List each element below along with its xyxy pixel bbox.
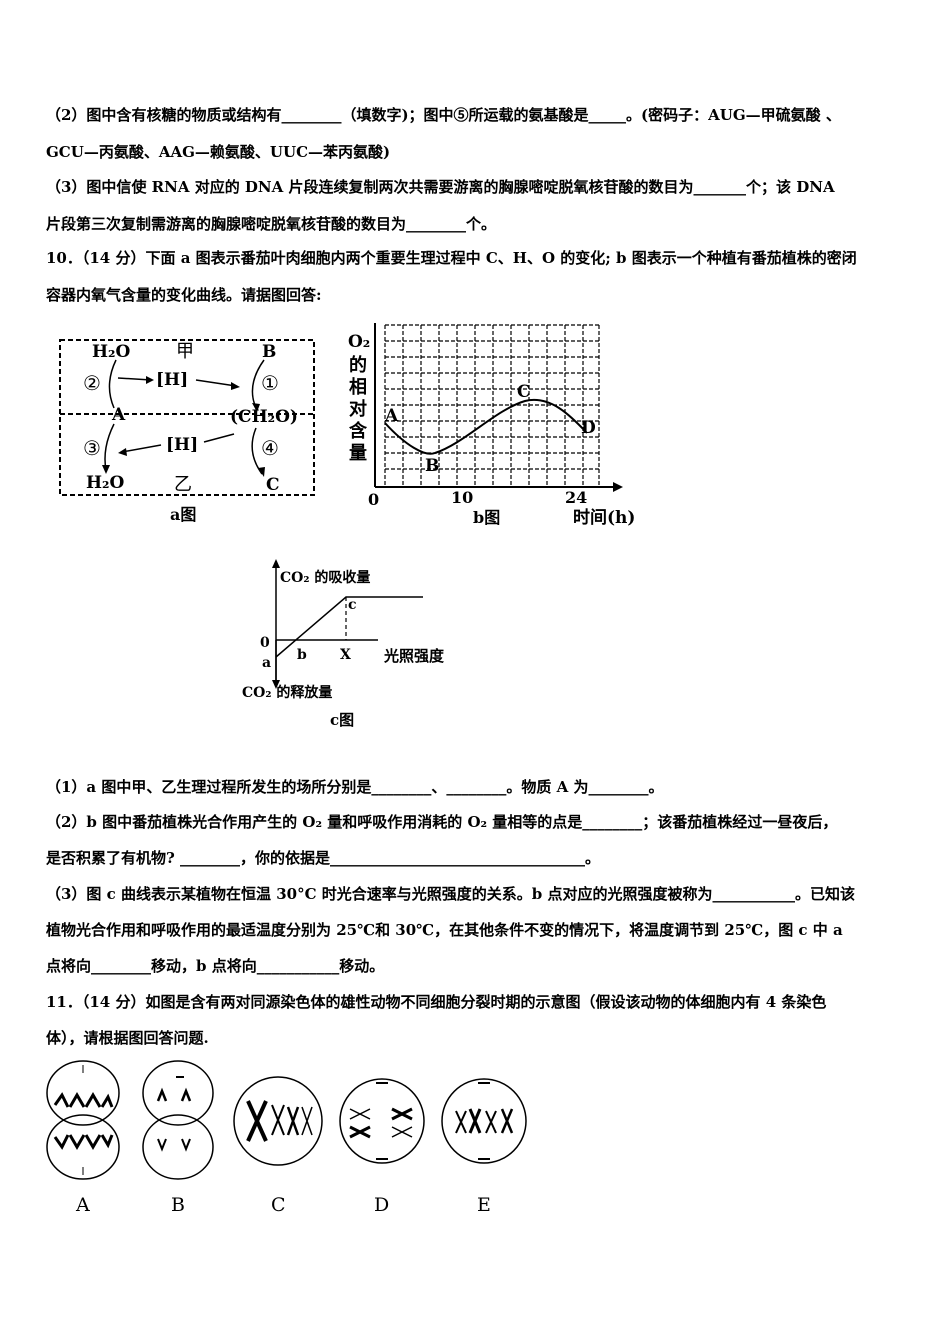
fig-a-n4: ④ — [261, 436, 279, 460]
cell-A — [46, 1060, 120, 1180]
fig-b-ylabel-1: 的 — [349, 354, 367, 376]
cell-D — [339, 1078, 425, 1164]
fig-a-h1: [H] — [156, 370, 188, 390]
fig-a-n3: ③ — [83, 436, 101, 460]
fig-a-jia: 甲 — [176, 341, 194, 362]
fig-b-ylabel-0: O₂ — [348, 332, 370, 352]
fig-c-ytop: CO₂ 的吸收量 — [280, 569, 370, 586]
fig-a-h2: [H] — [166, 435, 198, 455]
fig-b-ylabel-2: 相 — [349, 377, 367, 398]
q10-part3-line1: （3）图 c 曲线表示某植物在恒温 30°C 时光合速率与光照强度的关系。b 点… — [46, 885, 855, 903]
fig-b-ylabel-5: 量 — [349, 442, 367, 464]
cell-label-B: B — [171, 1194, 185, 1216]
fig-b-grid — [384, 324, 600, 485]
q9-part2-line2: GCU—丙氨酸、AAG—赖氨酸、UUC—苯丙氨酸) — [46, 143, 391, 161]
fig-b-x24: 24 — [565, 488, 587, 507]
fig-b-caption: b图 — [473, 508, 500, 527]
fig-a-A: A — [111, 405, 126, 425]
cell-E — [441, 1078, 527, 1164]
figure-a-diagram: H₂O 甲 B ② [H] ① A (CH₂O) ③ [H] ④ H₂O 乙 C… — [59, 339, 315, 524]
cell-B — [142, 1060, 214, 1180]
fig-b-x0: 0 — [368, 490, 379, 509]
q10-part2-line2: 是否积累了有机物? ________，你的依据是________________… — [46, 849, 601, 867]
fig-b-xlabel: 时间(h) — [573, 507, 635, 528]
fig-a-ch2o: (CH₂O) — [230, 407, 298, 427]
fig-b-ylabel-3: 对 — [349, 398, 367, 420]
fig-b-x10: 10 — [451, 488, 473, 507]
fig-a-n1: ① — [261, 371, 279, 395]
q10-part3-line3: 点将向________移动，b 点将向___________移动。 — [46, 957, 385, 975]
fig-b-curve — [384, 398, 588, 455]
fig-a-h2o-bot: H₂O — [86, 473, 125, 493]
fig-a-h2o-top: H₂O — [92, 342, 131, 362]
fig-a-yi: 乙 — [174, 474, 192, 495]
q10-part2-line1: （2）b 图中番茄植株光合作用产生的 O₂ 量和呼吸作用消耗的 O₂ 量相等的点… — [46, 813, 838, 831]
fig-b-point-B: B — [425, 456, 439, 476]
fig-a-B: B — [262, 342, 276, 362]
q9-part3-line2: 片段第三次复制需游离的胸腺嘧啶脱氧核苷酸的数目为________个。 — [46, 215, 497, 233]
cell-label-C: C — [271, 1194, 286, 1216]
fig-a-caption: a图 — [170, 505, 196, 524]
fig-b-point-C: C — [517, 382, 531, 402]
fig-a-n2: ② — [83, 371, 101, 395]
q11-heading-line1: 11．（14 分）如图是含有两对同源染色体的雄性动物不同细胞分裂时期的示意图（假… — [46, 993, 827, 1011]
fig-c-X: X — [340, 647, 351, 663]
cell-label-A: A — [75, 1194, 90, 1216]
q10-heading-line1: 10．（14 分）下面 a 图表示番茄叶肉细胞内两个重要生理过程中 C、H、O … — [46, 249, 857, 267]
fig-b-ylabel-4: 含 — [349, 420, 368, 442]
q9-part3-line1: （3）图中信使 RNA 对应的 DNA 片段连续复制两次共需要游离的胸腺嘧啶脱氧… — [46, 178, 835, 196]
fig-c-a: a — [262, 655, 271, 671]
fig-c-c: c — [348, 597, 357, 613]
fig-c-caption: c图 — [330, 711, 354, 729]
q10-part3-line2: 植物光合作用和呼吸作用的最适温度分别为 25℃和 30℃，在其他条件不变的情况下… — [46, 921, 843, 939]
cell-label-E: E — [477, 1194, 491, 1216]
fig-c-b: b — [297, 647, 307, 663]
q10-heading-line2: 容器内氧气含量的变化曲线。请据图回答: — [46, 286, 322, 304]
figure-b-graph: O₂ 的 相 对 含 量 A B C D 0 10 24 b图 时间(h) — [348, 323, 635, 528]
figure-11-cells: A B C D E — [46, 1060, 527, 1216]
q10-part1: （1）a 图中甲、乙生理过程所发生的场所分别是________、________… — [46, 778, 664, 796]
fig-b-point-A: A — [384, 406, 399, 426]
fig-c-ybot: CO₂ 的释放量 — [242, 684, 332, 701]
figure-c-graph: CO₂ 的吸收量 0 a b X c 光照强度 CO₂ 的释放量 c图 — [242, 559, 445, 729]
q11-heading-line2: 体），请根据图回答问题. — [46, 1029, 209, 1047]
cell-label-D: D — [374, 1194, 389, 1216]
fig-b-point-D: D — [581, 418, 596, 438]
fig-c-xlabel: 光照强度 — [383, 647, 445, 665]
fig-a-C: C — [266, 475, 280, 495]
cell-C — [233, 1076, 323, 1166]
fig-c-zero: 0 — [260, 635, 270, 651]
q9-part2-line1: （2）图中含有核糖的物质或结构有________（填数字)；图中⑤所运载的氨基酸… — [46, 106, 841, 124]
